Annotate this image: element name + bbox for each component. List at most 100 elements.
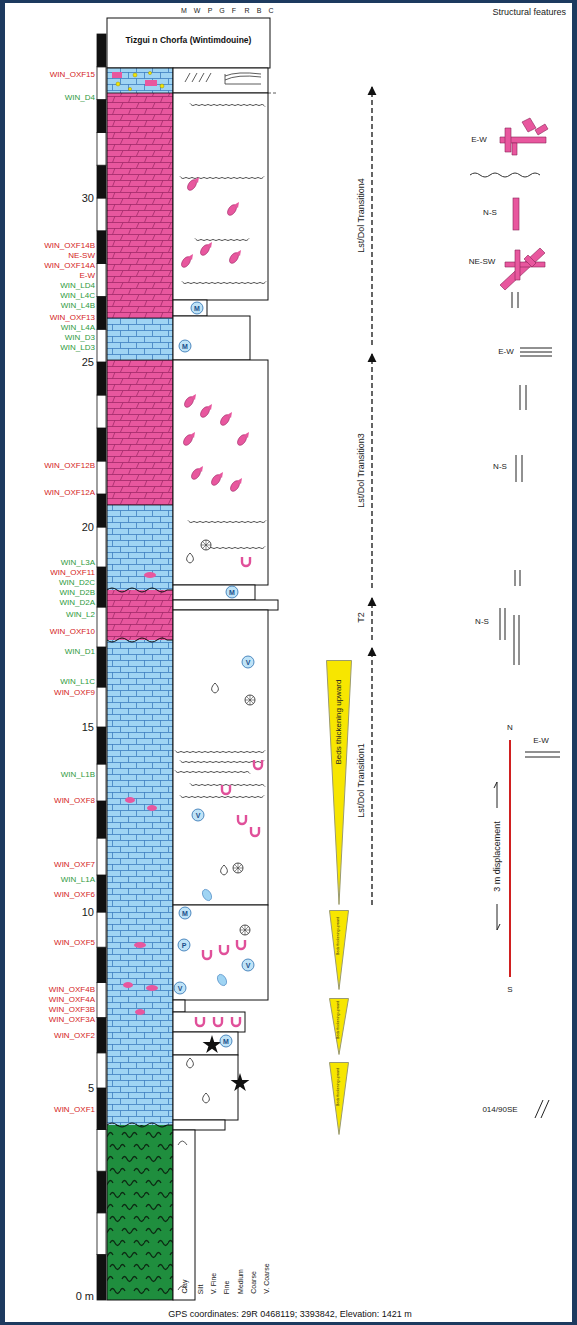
path-shape <box>268 93 278 94</box>
texture-code: B <box>257 7 262 14</box>
letter-circle <box>242 959 254 971</box>
rect-shape <box>173 1055 238 1120</box>
trend-label: Beds thickening upward <box>337 1068 341 1106</box>
crinoid-symbol <box>250 700 251 705</box>
scale-segment <box>97 947 106 982</box>
burrow-symbol <box>203 950 211 959</box>
dolomite-fossil <box>191 394 196 400</box>
burrow-symbol <box>220 945 228 954</box>
circle-shape <box>116 82 120 86</box>
ellipse-shape <box>123 982 133 988</box>
path-shape <box>470 173 540 177</box>
path-shape <box>525 752 560 757</box>
crinoid-symbol <box>201 545 206 546</box>
dolomite-fossil <box>234 202 239 208</box>
rect-shape <box>173 360 268 585</box>
sample-label: WIN_D3 <box>65 334 95 342</box>
scale-segment <box>97 838 106 875</box>
rect-shape <box>173 600 278 610</box>
trend-label: Beds thickening upward <box>337 1001 341 1039</box>
g-shape <box>112 72 158 1015</box>
path-shape <box>505 262 545 267</box>
orientation-label: E-W <box>498 348 514 356</box>
stylolite-line <box>175 770 250 773</box>
scale-segment <box>97 296 106 329</box>
crinoid-symbol <box>245 926 249 930</box>
section-header: Structural features <box>492 8 566 17</box>
sample-label: WIN_LD4 <box>60 282 95 290</box>
sample-label: WIN_L1C <box>60 678 95 686</box>
stylolite-line <box>190 103 265 106</box>
sample-label: WIN_OXF9 <box>54 689 95 697</box>
rect-shape <box>107 93 173 318</box>
triangle-shape <box>330 999 349 1055</box>
circle-shape <box>128 87 131 90</box>
crinoid-symbol <box>246 700 250 704</box>
grain-size-label: Clay <box>180 1280 187 1294</box>
displacement-label: 3 m displacement <box>492 821 501 892</box>
transition-label: Lst/Dol Transition3 <box>356 433 365 508</box>
transition-label: Lst/Dol Transition1 <box>356 743 365 818</box>
rect-shape <box>173 68 268 93</box>
scale-segment <box>97 100 106 133</box>
scale-segment <box>97 165 106 198</box>
scale-segment <box>97 1171 106 1213</box>
thickening-triangle: Beds thickening upward <box>326 660 352 905</box>
path-shape <box>107 588 173 1127</box>
fossil-symbols <box>180 177 262 1103</box>
stylolite-line <box>180 760 264 762</box>
rect-shape <box>173 585 255 600</box>
dolomite-fossil <box>207 404 212 410</box>
line-shape <box>371 87 372 345</box>
dolomite-fossil <box>227 412 232 418</box>
circled-letter: M <box>229 589 235 596</box>
sample-label: WIN_OXF2 <box>54 1032 95 1040</box>
rect-shape <box>173 316 250 360</box>
rect-shape <box>173 300 207 316</box>
scale-segment <box>97 362 106 395</box>
circled-letter: P <box>182 942 187 949</box>
crinoid-symbol <box>233 863 243 873</box>
crinoid-symbol <box>238 868 239 873</box>
circle-shape <box>160 84 164 88</box>
scale-number: 15 <box>82 722 94 733</box>
sample-label: WIN_L4A <box>61 324 95 332</box>
crinoid-symbol <box>206 545 207 550</box>
scale-segment <box>97 801 106 838</box>
sample-label: WIN_L1B <box>61 771 95 779</box>
trend-label: Beds thickening upward <box>337 917 341 955</box>
letter-circle <box>179 340 191 352</box>
gastropod-symbol <box>187 553 194 563</box>
section-title: Tizgui n Chorfa (Wintimdouine) <box>126 36 252 45</box>
scale-segment <box>97 982 106 1017</box>
grain-size-label: Fine <box>224 1280 231 1294</box>
sample-label: WIN_D4 <box>65 94 95 102</box>
line-shape <box>371 354 372 588</box>
path-shape <box>520 348 552 356</box>
circled-letter: M <box>194 305 200 312</box>
letter-circle <box>242 656 254 668</box>
grain-size-label: Silt <box>197 1284 204 1294</box>
letter-circle <box>220 1035 232 1047</box>
circled-letter: V <box>196 812 201 819</box>
burrow-symbol <box>214 1017 222 1026</box>
crinoid-symbol <box>250 695 251 700</box>
g-shape <box>371 87 372 905</box>
grain-size-label: V. Coarse <box>262 1264 269 1294</box>
rect-shape <box>107 640 173 1125</box>
crinoid-symbol <box>238 868 242 872</box>
burrow-symbol <box>238 815 246 824</box>
crinoid-symbol <box>206 540 207 545</box>
rect-shape <box>145 80 157 86</box>
rect-shape <box>173 1000 185 1012</box>
burrow-symbol <box>237 940 245 949</box>
texture-code: F <box>232 7 236 14</box>
circle-shape <box>148 71 151 74</box>
crinoid-symbol <box>250 700 254 704</box>
scale-number: 25 <box>82 357 94 368</box>
crinoid-symbol <box>233 868 238 869</box>
thickening-triangle: Beds thickening upward <box>329 1062 349 1135</box>
sample-label: WIN_OXF12A <box>44 489 95 497</box>
scale-segment <box>97 1018 106 1053</box>
